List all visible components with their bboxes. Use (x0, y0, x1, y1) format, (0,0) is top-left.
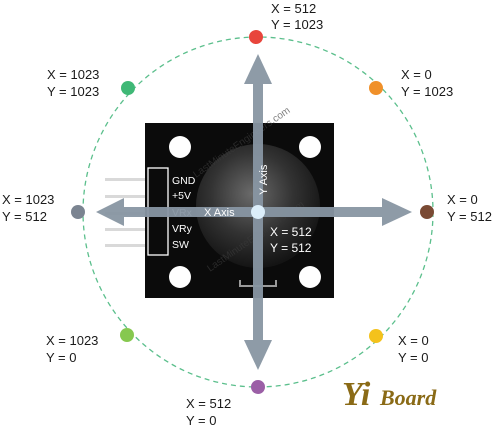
bottom-left-y-label: Y = 0 (46, 350, 76, 365)
right-y-label: Y = 512 (447, 209, 492, 224)
bottom-x-label: X = 512 (186, 396, 231, 411)
top-left-y-label: Y = 1023 (47, 84, 99, 99)
bottom-y-label: Y = 0 (186, 413, 216, 428)
mount-hole-top-right (299, 136, 321, 158)
bottom-right-x-label: X = 0 (398, 333, 429, 348)
center-x-label: X = 512 (270, 225, 312, 239)
x-axis-label: X Axis (204, 207, 235, 219)
center-dot (251, 205, 265, 219)
mount-hole-bottom-right (299, 266, 321, 288)
right-x-label: X = 0 (447, 192, 478, 207)
center-y-label: Y = 512 (270, 241, 312, 255)
top-right-y-label: Y = 1023 (401, 84, 453, 99)
pin-label-gnd: GND (172, 175, 196, 187)
position-dot-right (420, 205, 434, 219)
position-dot-top (249, 30, 263, 44)
mount-hole-top-left (169, 136, 191, 158)
top-y-label: Y = 1023 (271, 17, 323, 32)
position-dot-left (71, 205, 85, 219)
position-dot-bottom-right (369, 329, 383, 343)
top-right-x-label: X = 0 (401, 67, 432, 82)
y-axis-label: Y Axis (258, 164, 270, 195)
pin-label-vry: VRy (172, 223, 193, 235)
pin-label-5v: +5V (172, 190, 191, 202)
svg-text:Board: Board (379, 385, 437, 410)
yiboard-logo: Yi Board (342, 376, 437, 413)
position-dot-top-right (369, 81, 383, 95)
position-dot-top-left (121, 81, 135, 95)
pin-label-sw: SW (172, 239, 189, 251)
position-dot-bottom (251, 380, 265, 394)
left-y-label: Y = 512 (2, 209, 47, 224)
bottom-right-y-label: Y = 0 (398, 350, 428, 365)
bottom-left-x-label: X = 1023 (46, 333, 98, 348)
position-dot-bottom-left (120, 328, 134, 342)
svg-text:Yi: Yi (342, 376, 371, 413)
top-left-x-label: X = 1023 (47, 67, 99, 82)
mount-hole-bottom-left (169, 266, 191, 288)
left-x-label: X = 1023 (2, 192, 54, 207)
top-x-label: X = 512 (271, 1, 316, 16)
